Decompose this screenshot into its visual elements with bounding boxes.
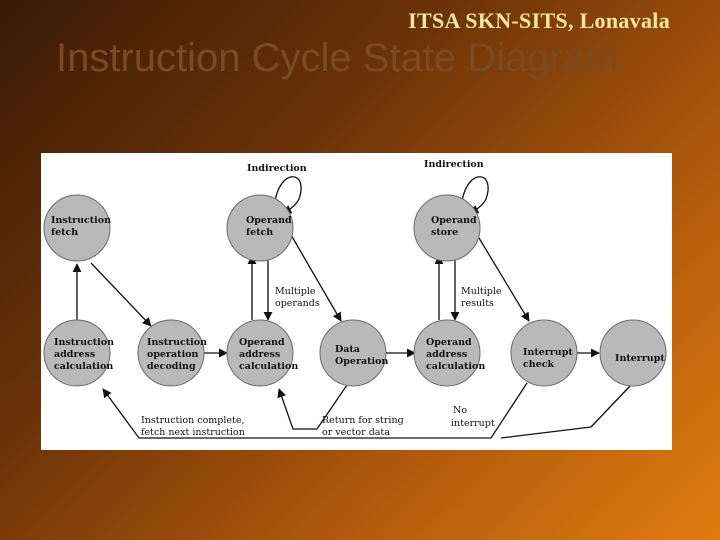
node-interrupt-check: Interrupt check (510, 319, 578, 387)
node-label: Operand (239, 337, 285, 348)
label-indirection-right: Indirection (424, 159, 484, 170)
node-label: store (431, 227, 458, 238)
node-instruction-fetch: Instruction fetch (43, 194, 111, 262)
node-instruction-operation-decoding: Instruction operation decoding (137, 319, 207, 387)
edge-ofetch-to-dataop (286, 227, 342, 322)
node-label: check (523, 359, 555, 370)
label-multiple-results: results (461, 298, 494, 309)
node-label: decoding (147, 361, 196, 372)
state-diagram: Instruction fetch Operand fetch Operand … (43, 159, 667, 439)
node-label: Interrupt (523, 347, 573, 358)
label-multiple-results: Multiple (461, 286, 502, 297)
node-label: Instruction (147, 337, 207, 348)
node-instruction-address-calculation: Instruction address calculation (43, 319, 114, 387)
node-label: Operand (246, 215, 292, 226)
node-label: Instruction (54, 337, 114, 348)
node-operand-address-calculation-2: Operand address calculation (413, 319, 485, 387)
node-label: Data (335, 344, 360, 355)
node-label: calculation (426, 361, 485, 372)
node-operand-fetch: Operand fetch (226, 194, 294, 262)
edge-ostore-to-icheck (472, 227, 530, 322)
node-label: Operand (426, 337, 472, 348)
label-indirection-left: Indirection (247, 163, 307, 174)
label-return-for-string: or vector data (322, 427, 390, 438)
label-instruction-complete: fetch next instruction (141, 427, 245, 438)
node-label: calculation (54, 361, 113, 372)
node-label: address (426, 349, 467, 360)
node-operand-store: Operand store (413, 194, 481, 262)
brand-title: ITSA SKN-SITS, Lonavala (408, 8, 670, 33)
label-instruction-complete: Instruction complete, (141, 415, 245, 426)
edge-icheck-to-iac (102, 382, 528, 439)
edge-dataop-to-oac1 (277, 384, 348, 430)
edge-fetch-to-decode (90, 262, 152, 327)
node-label: fetch (51, 227, 78, 238)
label-multiple-operands: Multiple (275, 286, 316, 297)
edge-interrupt-return (590, 384, 632, 428)
node-label: calculation (239, 361, 298, 372)
node-interrupt: Interrupt (599, 319, 667, 387)
node-operand-address-calculation-1: Operand address calculation (226, 319, 298, 387)
node-label: address (54, 349, 95, 360)
label-return-for-string: Return for string (322, 415, 404, 426)
label-no-interrupt: interrupt (451, 418, 495, 429)
node-label: fetch (246, 227, 273, 238)
page-title: Instruction Cycle State Diagram (56, 36, 619, 80)
diagram-edges (72, 176, 632, 439)
node-data-operation: Data Operation (319, 319, 388, 387)
diagram-panel: Instruction fetch Operand fetch Operand … (41, 153, 672, 450)
label-no-interrupt: No (453, 405, 467, 416)
node-label: address (239, 349, 280, 360)
node-label: Operand (431, 215, 477, 226)
node-label: Instruction (51, 215, 111, 226)
edge-interrupt-merge (500, 426, 592, 439)
node-label: Interrupt (615, 353, 665, 364)
node-label: operation (147, 349, 199, 360)
label-multiple-operands: operands (275, 298, 320, 309)
node-label: Operation (335, 356, 388, 367)
